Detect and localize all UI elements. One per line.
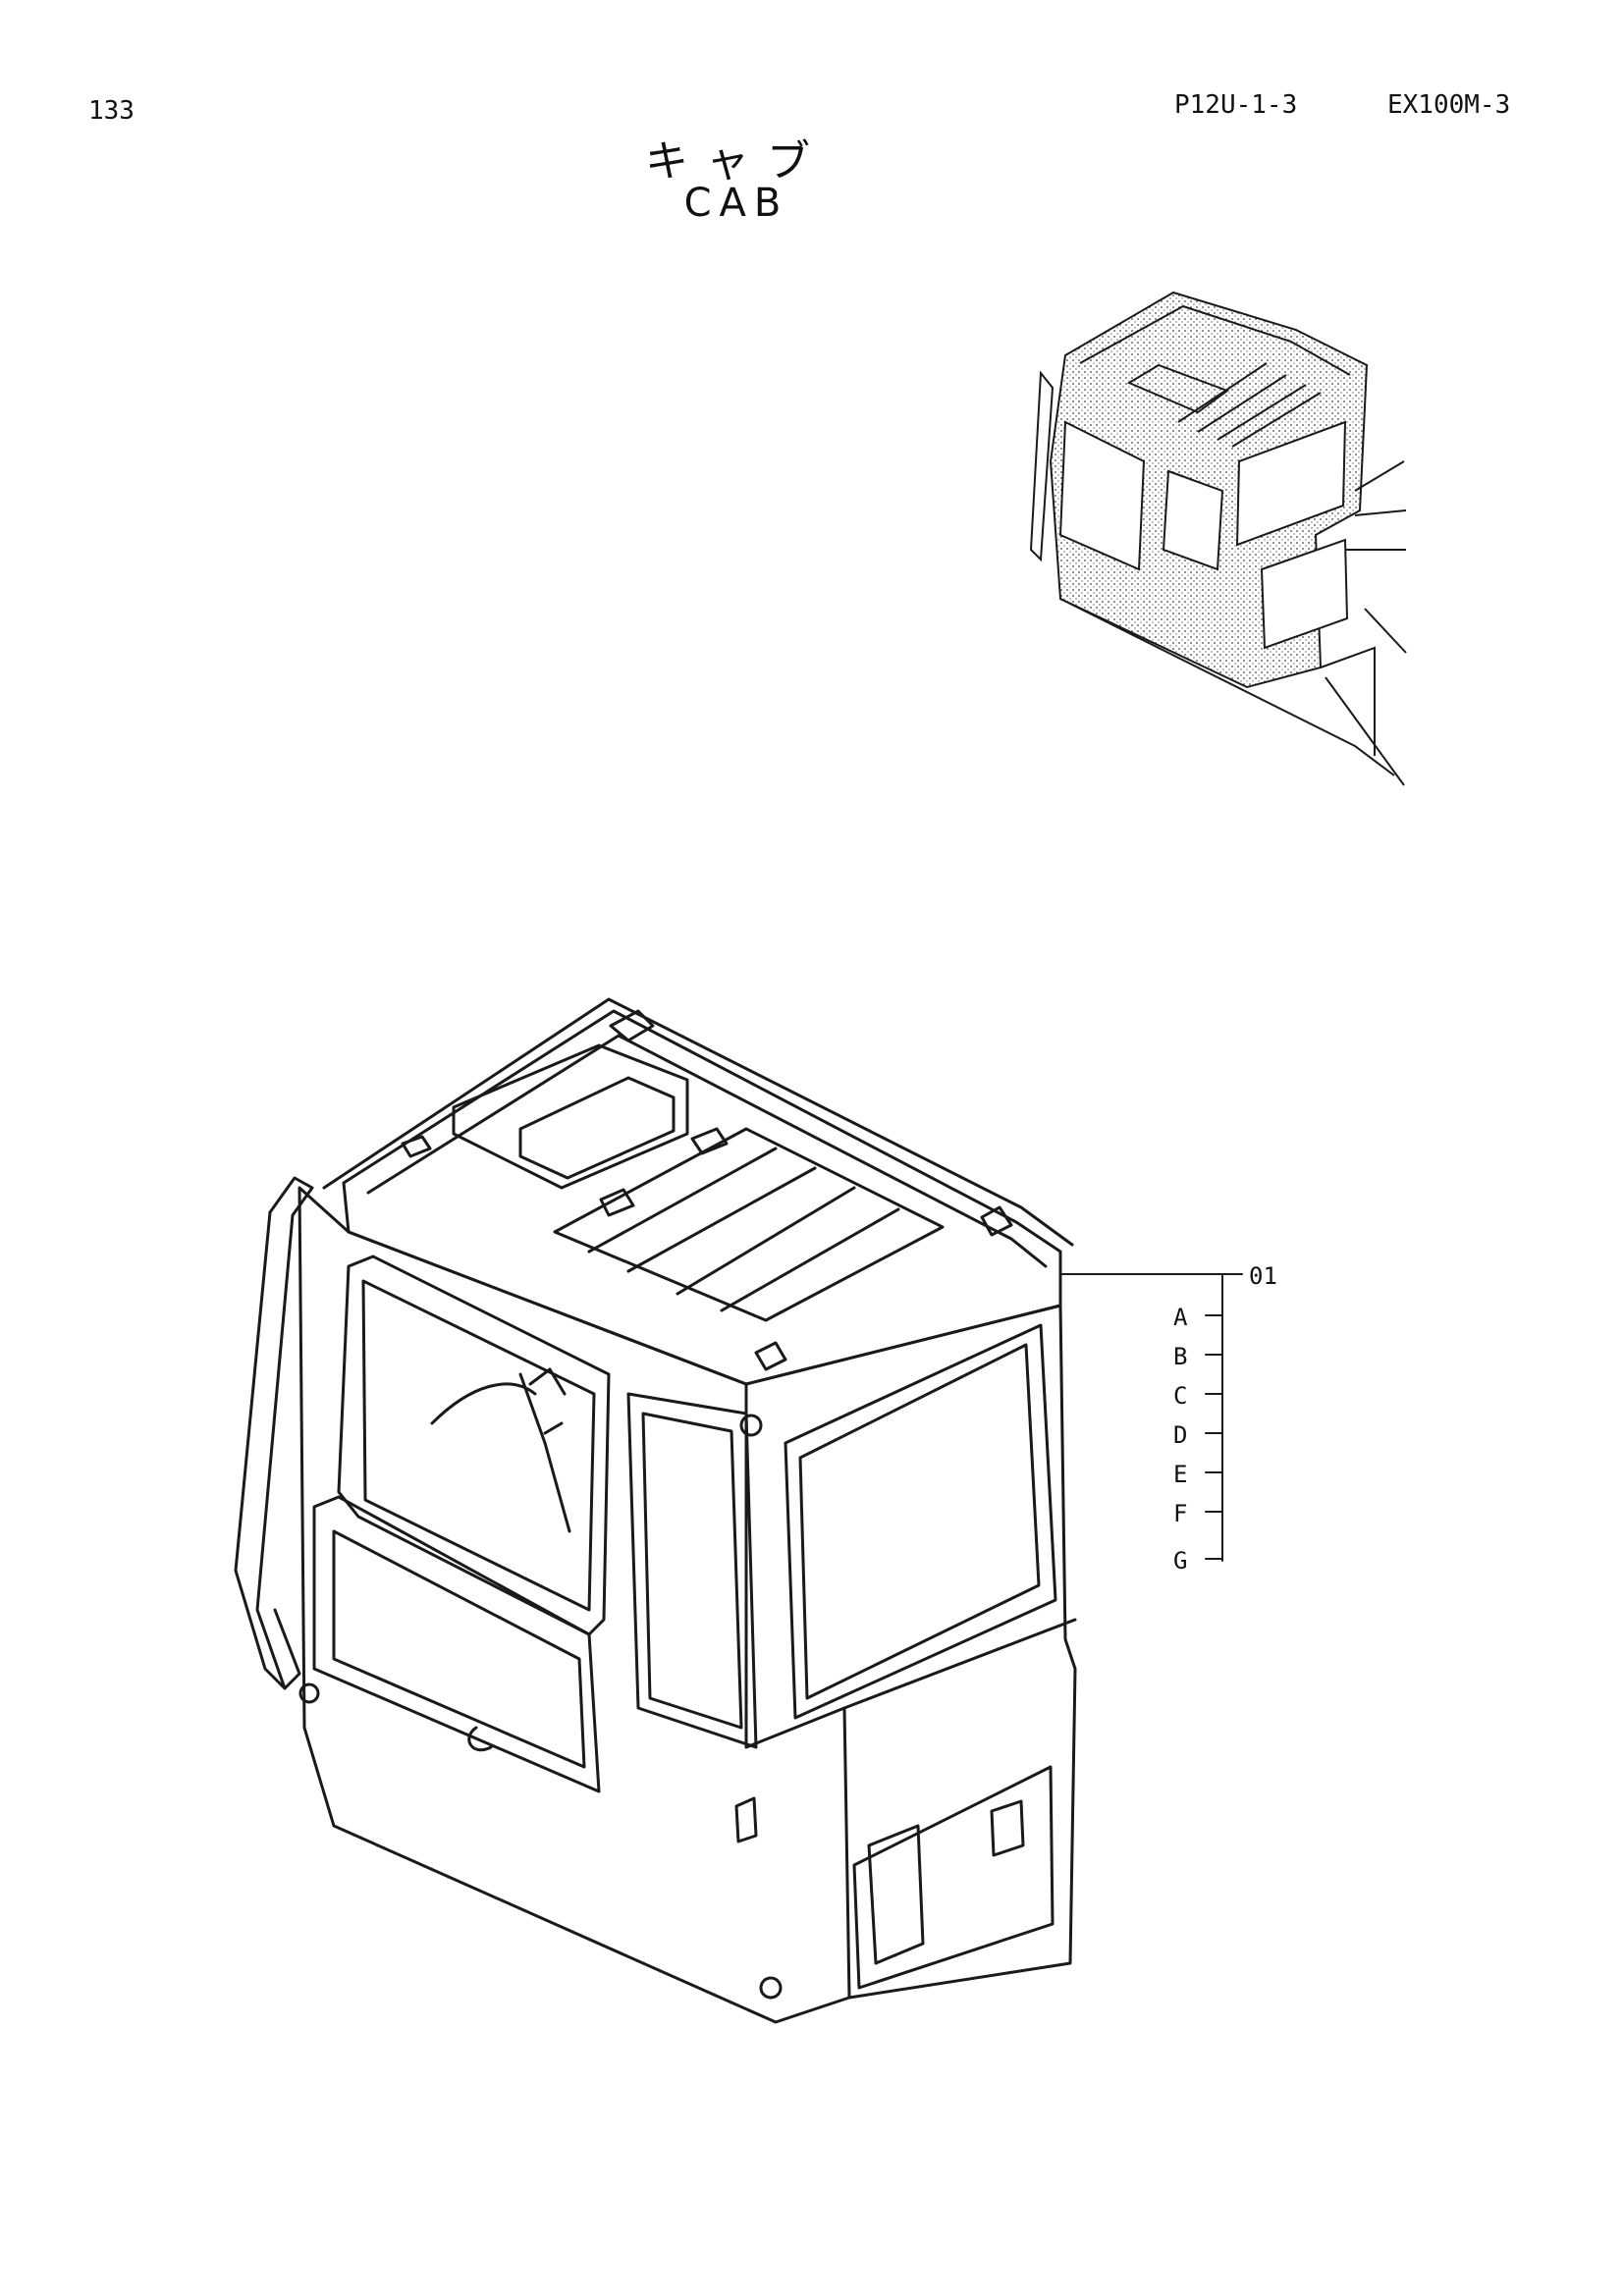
page-number: 133 — [88, 96, 135, 126]
callout-part-01: 01 — [1249, 1262, 1277, 1290]
location-cab-shape — [1029, 291, 1407, 786]
callout-letter-b: B — [1173, 1343, 1187, 1370]
callout-letter-d: D — [1173, 1421, 1187, 1449]
document-code: P12U-1-3 — [1174, 90, 1298, 120]
model-number: EX100M-3 — [1387, 90, 1511, 120]
main-cab-drawing — [234, 997, 1077, 2024]
callout-letter-a: A — [1173, 1304, 1188, 1331]
callout-letter-g: G — [1173, 1547, 1187, 1575]
callout-letter-e: E — [1173, 1461, 1187, 1488]
callout-letter-c: C — [1173, 1382, 1187, 1410]
title-english: CAB — [683, 181, 789, 226]
title-japanese: キャブ — [645, 136, 828, 187]
callout-letter-f: F — [1173, 1500, 1187, 1527]
callout-group: 01 A B C D E F G — [1059, 1262, 1277, 1575]
